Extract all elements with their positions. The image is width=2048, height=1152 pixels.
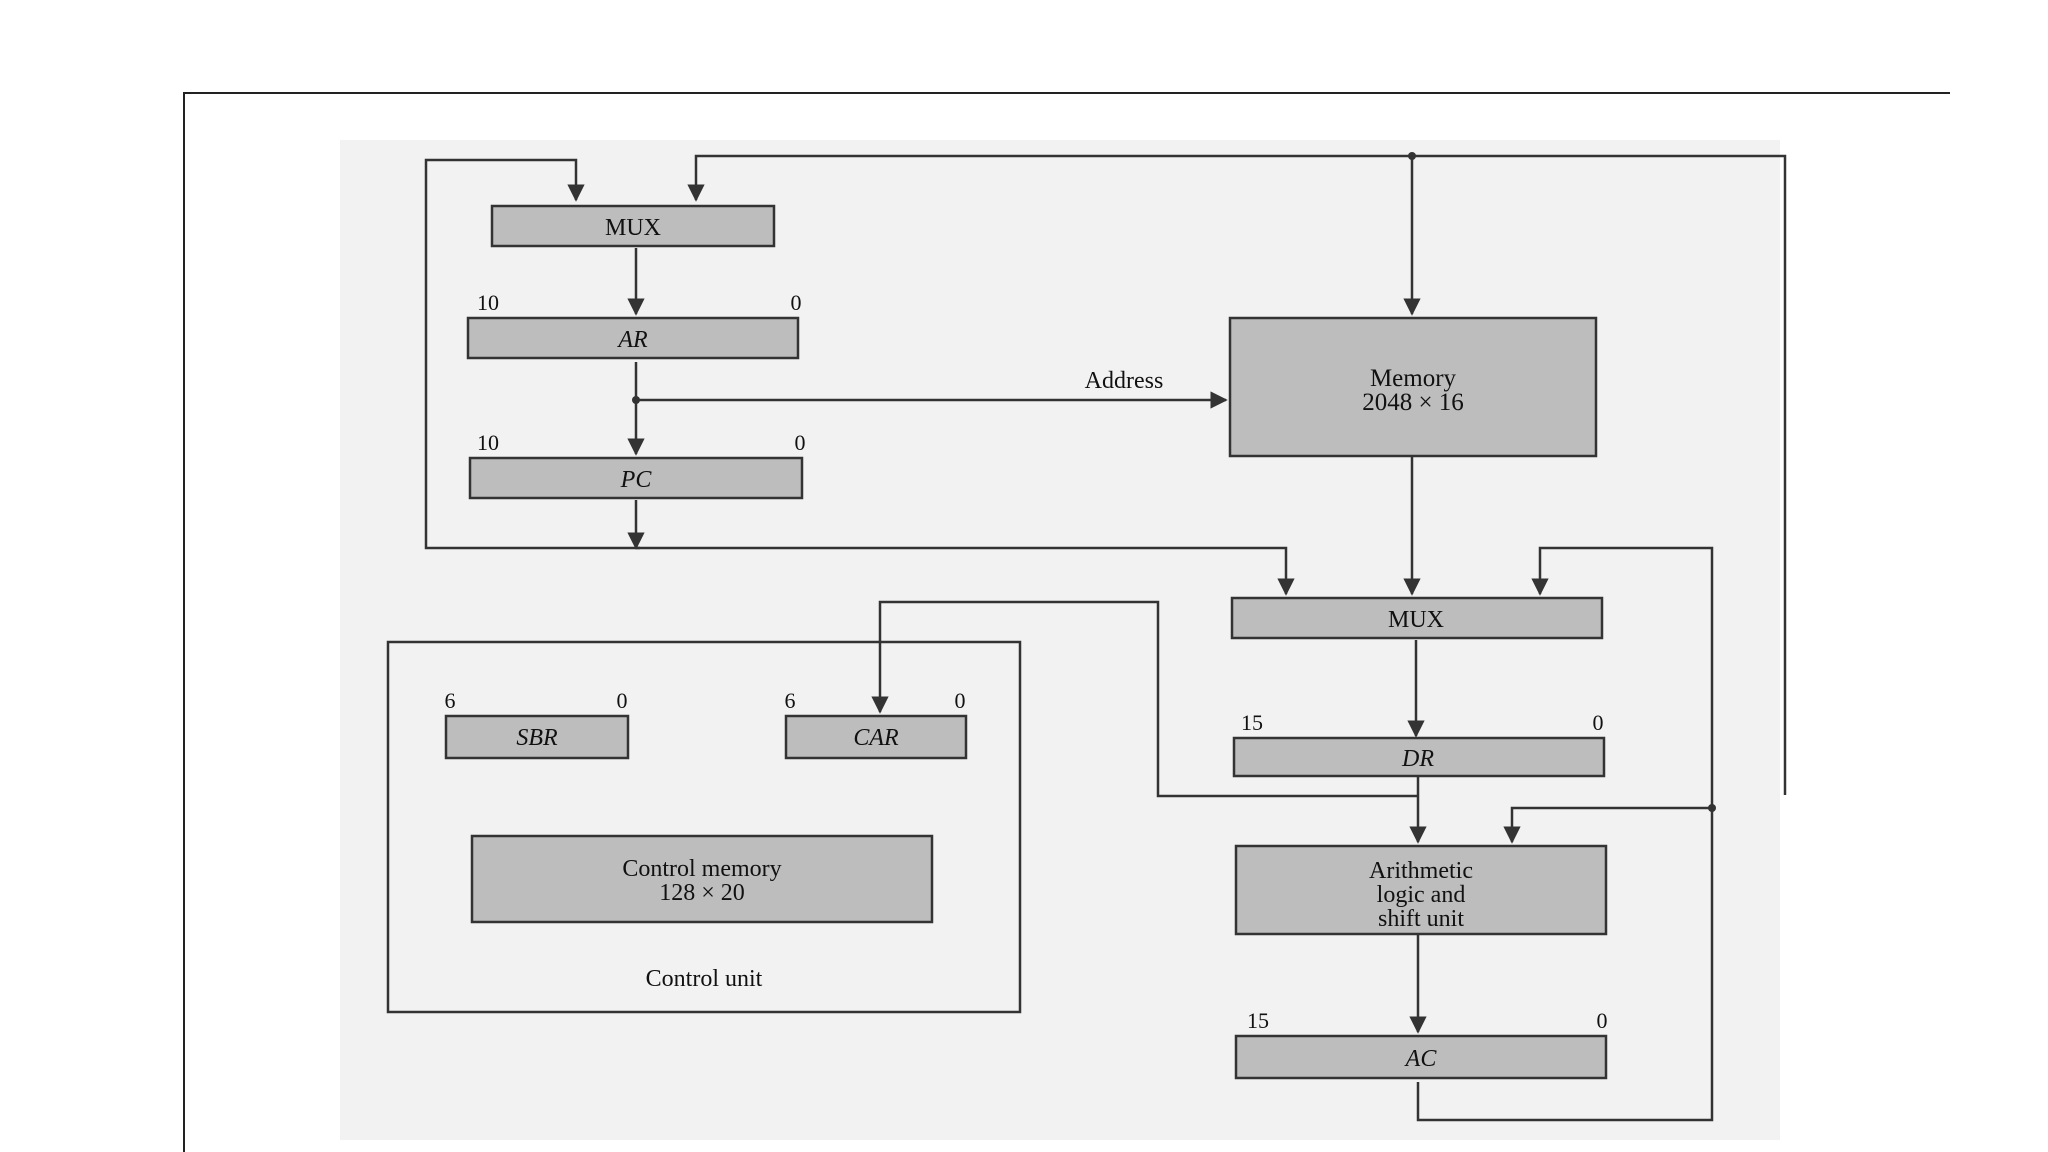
- car-register: 6 0 CAR: [785, 688, 968, 760]
- pc-msb: 10: [477, 430, 499, 455]
- sbr-register: 6 0 SBR: [445, 688, 630, 760]
- junction-dot: [1708, 804, 1716, 812]
- ar-msb: 10: [477, 290, 499, 315]
- alu-unit: Arithmetic logic and shift unit: [1234, 844, 1608, 936]
- slide-left-edge: [183, 92, 185, 1152]
- wire-ac-to-alu: [1503, 806, 1712, 844]
- ac-msb: 15: [1247, 1008, 1269, 1033]
- pc-label: PC: [620, 467, 653, 493]
- junction-dot: [1408, 152, 1416, 160]
- dr-label: DR: [1401, 746, 1434, 772]
- sbr-lsb: 0: [617, 688, 628, 713]
- control-memory: Control memory 128 × 20: [470, 834, 934, 924]
- ac-lsb: 0: [1597, 1008, 1608, 1033]
- memory-label: Memory: [1370, 365, 1457, 392]
- mux-top-label: MUX: [605, 215, 661, 241]
- ac-label: AC: [1404, 1046, 1438, 1072]
- wire-pc-to-mux: [636, 546, 1295, 596]
- mux-top: MUX: [490, 204, 776, 248]
- wire-dr-to-car: [871, 600, 1418, 798]
- sbr-label: SBR: [516, 725, 558, 751]
- dr-register: 15 0 DR: [1232, 710, 1606, 778]
- alu-label-line3: shift unit: [1378, 906, 1464, 932]
- pc-register: 10 0 PC: [468, 430, 806, 500]
- car-label: CAR: [853, 725, 899, 751]
- memory-unit: Memory 2048 × 16: [1228, 316, 1598, 458]
- alu-label-line2: logic and: [1377, 882, 1466, 908]
- control-unit-box: [386, 640, 1022, 1014]
- alu-label-line1: Arithmetic: [1369, 858, 1473, 884]
- mux-bottom-label: MUX: [1388, 607, 1444, 633]
- memory-size-label: 2048 × 16: [1362, 389, 1464, 416]
- wire-ac-feedback: [1416, 546, 1714, 1122]
- ar-register: 10 0 AR: [466, 290, 802, 360]
- sbr-msb: 6: [445, 688, 456, 713]
- dr-lsb: 0: [1593, 710, 1604, 735]
- ar-lsb: 0: [791, 290, 802, 315]
- scanned-figure-background: [340, 140, 1780, 1140]
- wire-top-bus: [687, 154, 1787, 795]
- car-msb: 6: [785, 688, 796, 713]
- control-memory-label: Control memory: [622, 856, 781, 882]
- mux-bottom: MUX: [1230, 596, 1604, 640]
- control-unit-label: Control unit: [646, 966, 763, 992]
- wire-left-loop: [424, 158, 640, 550]
- control-memory-size-label: 128 × 20: [659, 880, 745, 906]
- dr-msb: 15: [1241, 710, 1263, 735]
- address-label: Address: [1085, 368, 1164, 394]
- car-lsb: 0: [955, 688, 966, 713]
- ac-register: 15 0 AC: [1234, 1008, 1608, 1080]
- pc-lsb: 0: [795, 430, 806, 455]
- slide-divider-line: [183, 92, 1950, 94]
- ar-label: AR: [616, 327, 648, 353]
